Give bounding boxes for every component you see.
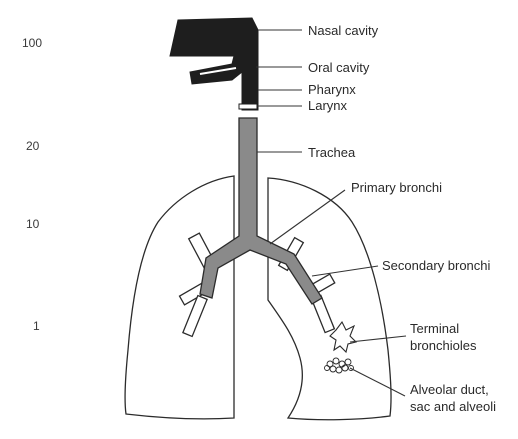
label-larynx: Larynx [308, 98, 348, 113]
label-nasal-cavity: Nasal cavity [308, 23, 379, 38]
label-terminal-bronchioles-line1: Terminal [410, 321, 459, 336]
larynx-marker [239, 104, 257, 109]
label-trachea: Trachea [308, 145, 356, 160]
label-oral-cavity: Oral cavity [308, 60, 370, 75]
label-alveolar-line2: sac and alveoli [410, 399, 496, 414]
scale-tick-20: 20 [26, 139, 40, 153]
scale-tick-100: 100 [22, 36, 42, 50]
label-secondary-bronchi: Secondary bronchi [382, 258, 491, 273]
label-primary-bronchi: Primary bronchi [351, 180, 442, 195]
label-alveolar-line1: Alveolar duct, [410, 382, 489, 397]
scale-tick-1: 1 [33, 319, 40, 333]
label-terminal-bronchioles-line2: bronchioles [410, 338, 477, 353]
scale-tick-10: 10 [26, 217, 40, 231]
right-lung [268, 178, 391, 420]
nasal-oral-cavity [170, 18, 258, 110]
label-pharynx: Pharynx [308, 82, 356, 97]
